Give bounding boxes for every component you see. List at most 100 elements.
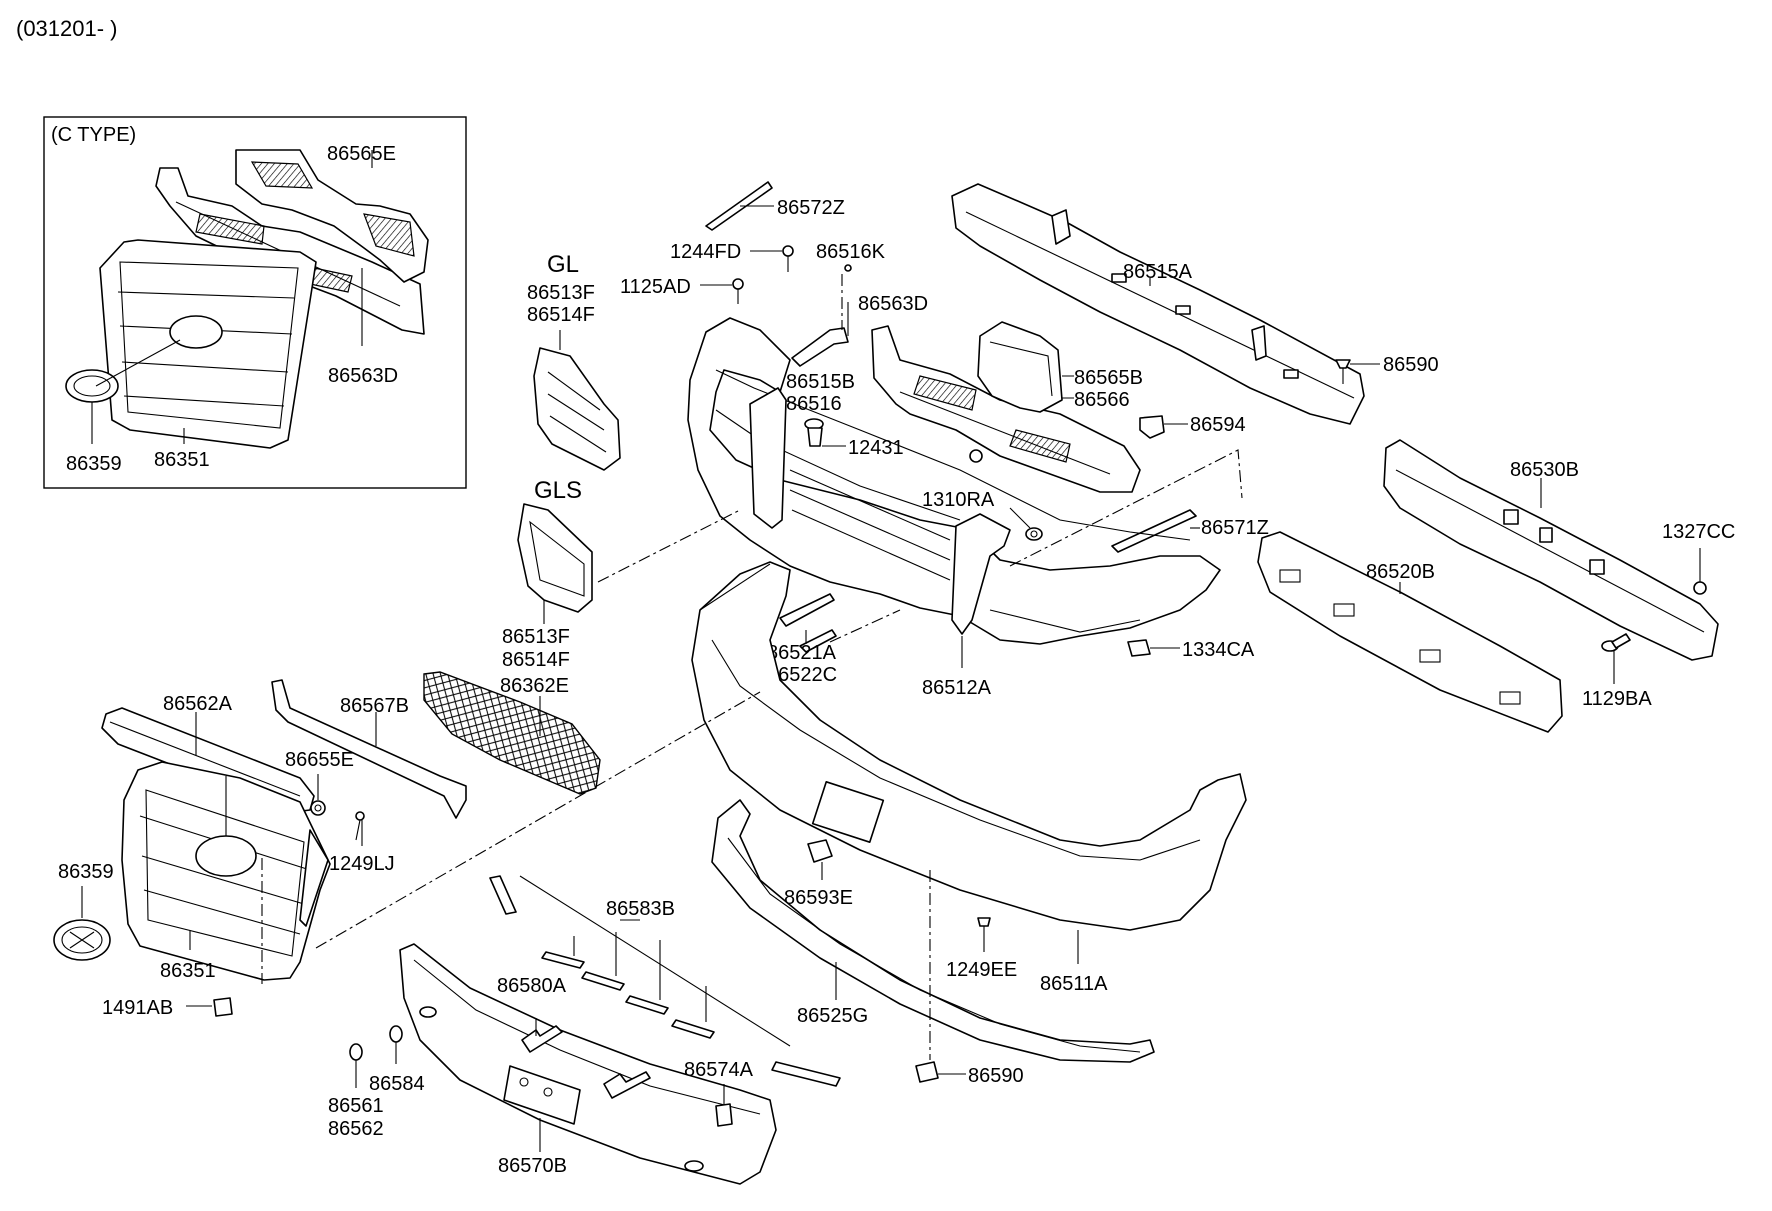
emblem-86359 [53,919,111,961]
label-86590-top: 86590 [1383,354,1439,376]
label-86530b: 86530B [1510,459,1579,481]
nut-1310ra [1025,527,1043,541]
strip-86567b [271,679,467,819]
assembly-line-1 [597,509,741,583]
label-86566: 86566 [1074,389,1130,411]
assembly-line-2 [315,691,761,949]
strips-86583b [489,875,841,1087]
label-86359: 86359 [58,861,114,883]
label-86514f-gls: 86514F [502,649,570,671]
label-86511a: 86511A [1040,973,1108,995]
label-86522c: 86522C [767,664,837,686]
label-86562: 86562 [328,1118,384,1140]
bolt-86593e [807,839,833,863]
bracket-86515b [791,327,849,367]
nut-1491ab [213,997,233,1017]
label-86584: 86584 [369,1073,425,1095]
label-86561: 86561 [328,1095,384,1117]
label-1491ab: 1491AB [102,997,173,1019]
grille-bracket-86563d [871,325,1141,493]
absorber-86520b [1257,531,1563,733]
lower-grille-86362e [423,671,601,795]
label-1129ba: 1129BA [1582,688,1652,710]
inset-c-type: (C TYPE) [43,116,467,489]
label-86513f-gls: 86513F [502,626,570,648]
label-86525g: 86525G [797,1005,868,1027]
variant-gl: GL [547,251,579,278]
bracket-86580a [521,1025,651,1099]
label-86570b: 86570B [498,1155,567,1177]
screw-12431 [804,418,824,447]
inset-grille [99,239,317,449]
bolt-1125ad [732,278,744,304]
label-86351-inset: 86351 [154,449,210,471]
bracket-86521a [779,593,837,653]
label-86362e: 86362E [500,675,569,697]
label-1310ra: 1310RA [922,489,995,511]
label-1334ca: 1334CA [1182,639,1255,661]
label-86512a: 86512A [922,677,992,699]
label-86521a: 86521A [767,642,837,664]
skirt-86525g [711,799,1155,1063]
assembly-line-3 [1009,449,1243,567]
cap-86561 [349,1043,363,1061]
label-1249ee: 1249EE [946,959,1017,981]
bolt-1244fd [782,245,794,272]
label-86593e: 86593E [784,887,853,909]
bumper-upper-86512a [687,317,1221,645]
inset-emblem [65,369,119,403]
lower-bumper-86570b [399,943,777,1185]
label-86580a: 86580A [497,975,567,997]
label-86594: 86594 [1190,414,1246,436]
label-86563d: 86563D [858,293,928,315]
label-86565b: 86565B [1074,367,1143,389]
label-86562a: 86562A [163,693,233,715]
gl-grille-insert [533,347,621,471]
ring-86655e [310,800,326,816]
screw-1249ee [977,917,991,944]
inset-frame [43,116,467,489]
strip-86571z [1111,509,1197,553]
clip-1334ca [1127,639,1151,657]
inset-air-guide [235,149,429,283]
label-1327cc: 1327CC [1662,521,1735,543]
label-86513f-gl: 86513F [527,282,595,304]
label-1125ad: 1125AD [620,276,691,298]
label-86514f-gl: 86514F [527,304,595,326]
label-86565e: 86565E [327,143,396,165]
bumper-cover-86511a [691,561,1247,931]
label-86567b: 86567B [340,695,409,717]
ring-86584 [389,1025,403,1043]
label-86574a: 86574A [684,1059,754,1081]
gls-grille-insert [517,503,593,613]
clip-86516k [844,264,852,272]
beam-86515a [951,183,1365,425]
label-86563d-inset: 86563D [328,365,398,387]
label-1249lj: 1249LJ [329,853,395,875]
bolt-1129ba [1601,633,1631,652]
strip-86572z [705,181,773,231]
label-86520b: 86520B [1366,561,1435,583]
label-86351: 86351 [160,960,216,982]
grille-86351 [121,761,331,981]
label-86572z: 86572Z [777,197,845,219]
nut-1327cc [1693,581,1707,595]
revision-code: (031201- ) [16,16,118,41]
assembly-line-4 [829,609,901,643]
inset-title: (C TYPE) [51,124,136,146]
label-1244fd: 1244FD [670,241,741,263]
label-86516: 86516 [786,393,842,415]
label-86515a: 86515A [1123,261,1193,283]
variant-gls: GLS [534,477,582,504]
label-86571z: 86571Z [1201,517,1269,539]
clip-86590-bottom [915,1061,939,1083]
label-86590-bottom: 86590 [968,1065,1024,1087]
label-86515b: 86515B [786,371,855,393]
label-12431: 12431 [848,437,904,459]
bolt-86590-top [1335,359,1351,384]
screw-1249lj [355,811,365,841]
label-86583b: 86583B [606,898,675,920]
reinforcement-86530b [1383,439,1719,661]
label-86359-inset: 86359 [66,453,122,475]
